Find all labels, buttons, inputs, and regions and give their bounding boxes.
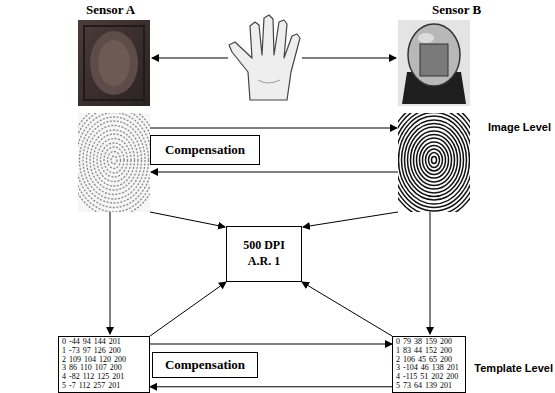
fingerprint-a-part-part xyxy=(108,152,121,169)
template-table: 0 79 38 159 2001 83 44 152 2002 106 45 6… xyxy=(392,336,466,393)
connector-arrow xyxy=(150,282,226,336)
layout-arrows xyxy=(110,58,430,334)
layout-arrows-part xyxy=(110,212,111,334)
fingerprint-a-part xyxy=(78,113,150,212)
fingerprint-a-part-part xyxy=(78,113,150,212)
template-table: 0 -44 94 144 2011 -73 97 126 2002 109 10… xyxy=(58,336,150,393)
fingerprint-a-part-part xyxy=(94,134,135,186)
layout-arrows-part xyxy=(152,58,228,59)
table-row: 4 -115 51 202 200 xyxy=(396,373,458,382)
fingerprint-b-part-part xyxy=(408,127,461,193)
layout-arrows-part xyxy=(150,128,397,129)
fingerprint-a-part-part xyxy=(80,117,149,203)
sensor-b-image xyxy=(398,20,470,106)
sensor-b-image-part xyxy=(420,44,448,76)
sensor-name: Sensor A xyxy=(86,2,135,18)
sensor-a-image-part xyxy=(78,20,150,106)
fingerprint-b-part-part xyxy=(429,153,440,168)
fingerprint-b-part xyxy=(398,113,470,212)
fingerprint-b xyxy=(398,113,470,212)
connector-arrow xyxy=(150,386,392,387)
sensor-a-image-part xyxy=(90,31,138,95)
fingerprint-b-part-part xyxy=(411,131,458,189)
table-row: 3 -104 46 138 201 xyxy=(396,364,459,373)
sensor-name: Sensor B xyxy=(432,2,481,18)
fingerprint-b-part-part xyxy=(398,113,470,208)
fingerprint-b-part-part xyxy=(398,113,470,211)
box-label: Compensation xyxy=(165,357,245,373)
compensation-box: Compensation xyxy=(150,135,260,165)
table-row: 1 -73 97 126 200 xyxy=(62,347,121,356)
sensor-b-image-part xyxy=(408,24,460,86)
fingerprint-b-part-part xyxy=(417,138,452,182)
table-row: 0 -44 94 144 201 xyxy=(62,338,121,347)
fingerprint-b-part-part xyxy=(398,113,470,212)
fingerprint-a-part-part xyxy=(101,143,128,177)
layout-arrows-part xyxy=(303,212,398,227)
fingerprint-b-part-part xyxy=(414,135,455,186)
sensor-a-image-part xyxy=(84,26,144,100)
fingerprint-b-part-part xyxy=(432,157,437,164)
table-row: 1 83 44 152 200 xyxy=(396,347,452,356)
fingerprint-a-part-part xyxy=(87,126,142,195)
fingerprint-a-part-part xyxy=(78,113,150,208)
fingerprint-b-part xyxy=(398,113,470,212)
fingerprint-a-part-part xyxy=(104,147,124,173)
fingerprint-a-part-part xyxy=(97,139,131,182)
fingerprint-b-part-part xyxy=(420,142,449,178)
fingerprint-a xyxy=(78,113,150,212)
fingerprint-a-part-part xyxy=(78,113,150,212)
fingerprint-a-part xyxy=(78,113,150,212)
fingerprint-a-part-part xyxy=(83,121,145,199)
sensor-a-image xyxy=(78,20,150,106)
box-label: Compensation xyxy=(165,142,245,158)
fingerprint-b-part-part xyxy=(405,124,464,197)
hand-illustration xyxy=(229,15,300,100)
table-row: 3 86 110 107 200 xyxy=(62,364,122,373)
layout-arrows-part xyxy=(150,212,225,227)
compensation-box: Compensation xyxy=(152,352,258,378)
table-row: 2 109 104 120 200 xyxy=(62,356,126,365)
fingerprint-b-part-part xyxy=(399,116,470,204)
fingerprint-b-part-part xyxy=(423,146,446,175)
hand-illustration-part xyxy=(229,15,300,100)
fingerprint-b-part-part xyxy=(398,113,470,212)
fingerprint-b-part-part xyxy=(402,120,467,200)
fingerprint-a-part-part xyxy=(111,156,117,164)
hand-illustration-part xyxy=(258,80,280,83)
table-row: 0 79 38 159 200 xyxy=(396,338,452,347)
sensor-b-image-part xyxy=(398,20,470,106)
connector-arrow xyxy=(150,344,392,345)
layout-arrows-part xyxy=(430,212,431,334)
table-row: 5 -7 112 257 201 xyxy=(62,382,120,391)
layout-arrows-part xyxy=(302,58,396,59)
table-row: 2 106 45 65 200 xyxy=(396,356,452,365)
level-label: Image Level xyxy=(488,121,551,133)
layout-arrows-part xyxy=(151,172,398,173)
sensor-a-image-part xyxy=(98,40,130,86)
level-label: Template Level xyxy=(474,362,553,374)
table-row: 4 -82 112 125 201 xyxy=(62,373,124,382)
fingerprint-a-part-part xyxy=(90,130,138,190)
table-row: 5 73 64 139 201 xyxy=(396,382,452,391)
fingerprint-b-part-part xyxy=(426,149,443,171)
standard-format-box: 500 DPI A.R. 1 xyxy=(226,226,302,282)
connector-arrow xyxy=(302,282,392,336)
box-label: 500 DPI A.R. 1 xyxy=(231,238,297,269)
sensor-b-image-part xyxy=(418,33,434,43)
